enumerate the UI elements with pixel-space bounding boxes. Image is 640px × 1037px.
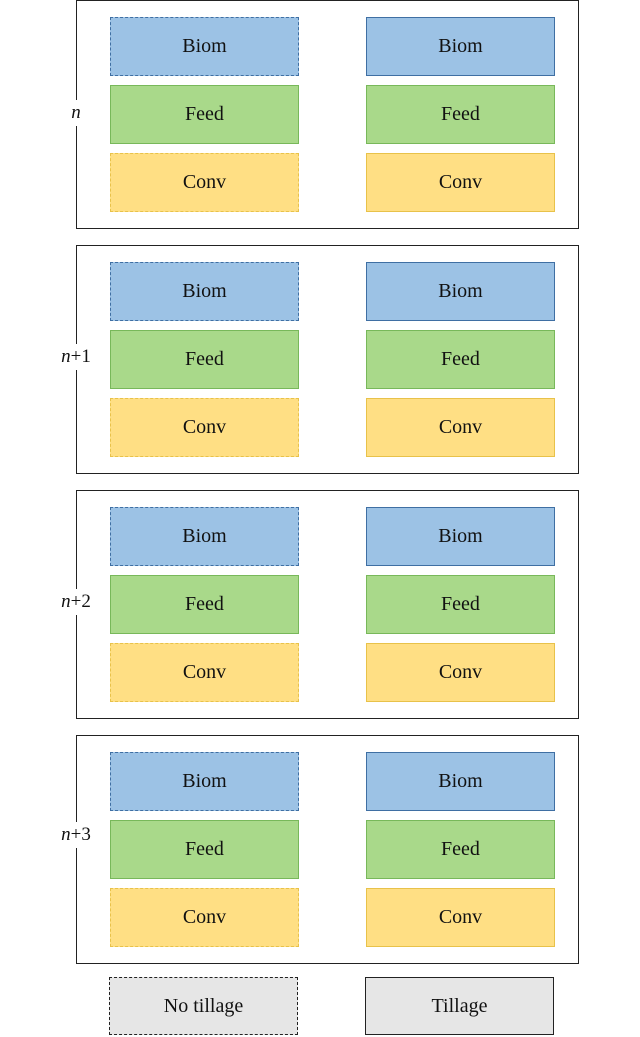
box-label: Biom	[438, 770, 483, 792]
box-label: Feed	[185, 593, 224, 615]
year-offset: +1	[70, 346, 91, 367]
box-label: Feed	[185, 348, 224, 370]
no-tillage-conv-box: Conv	[110, 398, 299, 457]
box-label: Biom	[182, 525, 227, 547]
box-label: Feed	[441, 103, 480, 125]
tillage-conv-box: Conv	[366, 153, 555, 212]
no-tillage-feed-box: Feed	[110, 575, 299, 634]
box-label: Conv	[438, 906, 483, 928]
box-label: Feed	[185, 103, 224, 125]
box-label: Feed	[185, 838, 224, 860]
box-label: Feed	[441, 593, 480, 615]
box-label: Biom	[182, 770, 227, 792]
tillage-feed-box: Feed	[366, 330, 555, 389]
tillage-conv-box: Conv	[366, 888, 555, 947]
tillage-feed-box: Feed	[366, 820, 555, 879]
box-label: Conv	[182, 906, 227, 928]
year-variable: n	[71, 102, 81, 123]
box-label: Biom	[182, 35, 227, 57]
rotation-panel-year-n: Biom Feed Conv Biom Feed Conv	[76, 0, 579, 229]
no-tillage-feed-box: Feed	[110, 820, 299, 879]
box-label: Biom	[438, 280, 483, 302]
tillage-feed-box: Feed	[366, 575, 555, 634]
tillage-conv-box: Conv	[366, 398, 555, 457]
tillage-biom-box: Biom	[366, 507, 555, 566]
year-offset: +2	[70, 591, 91, 612]
no-tillage-conv-box: Conv	[110, 153, 299, 212]
year-label-n-plus-3: n+3	[50, 822, 102, 848]
year-label-n: n	[50, 100, 102, 126]
tillage-feed-box: Feed	[366, 85, 555, 144]
year-variable: n	[61, 346, 71, 367]
tillage-conv-box: Conv	[366, 643, 555, 702]
no-tillage-conv-box: Conv	[110, 643, 299, 702]
year-label-n-plus-1: n+1	[50, 344, 102, 370]
rotation-panel-year-n-plus-1: Biom Feed Conv Biom Feed Conv	[76, 245, 579, 474]
box-label: Biom	[438, 525, 483, 547]
rotation-panel-year-n-plus-3: Biom Feed Conv Biom Feed Conv	[76, 735, 579, 964]
tillage-biom-box: Biom	[366, 752, 555, 811]
no-tillage-feed-box: Feed	[110, 85, 299, 144]
no-tillage-biom-box: Biom	[110, 262, 299, 321]
no-tillage-biom-box: Biom	[110, 507, 299, 566]
year-variable: n	[61, 591, 71, 612]
tillage-biom-box: Biom	[366, 262, 555, 321]
rotation-panel-year-n-plus-2: Biom Feed Conv Biom Feed Conv	[76, 490, 579, 719]
legend-no-tillage-label: No tillage	[163, 994, 244, 1017]
legend-no-tillage: No tillage	[109, 977, 298, 1035]
year-offset: +3	[70, 824, 91, 845]
year-variable: n	[61, 824, 71, 845]
legend-tillage-label: Tillage	[431, 994, 488, 1017]
year-label-n-plus-2: n+2	[50, 589, 102, 615]
no-tillage-conv-box: Conv	[110, 888, 299, 947]
tillage-biom-box: Biom	[366, 17, 555, 76]
box-label: Feed	[441, 348, 480, 370]
no-tillage-feed-box: Feed	[110, 330, 299, 389]
box-label: Conv	[182, 661, 227, 683]
box-label: Conv	[182, 416, 227, 438]
box-label: Biom	[182, 280, 227, 302]
box-label: Conv	[438, 171, 483, 193]
no-tillage-biom-box: Biom	[110, 752, 299, 811]
box-label: Conv	[438, 661, 483, 683]
legend-tillage: Tillage	[365, 977, 554, 1035]
no-tillage-biom-box: Biom	[110, 17, 299, 76]
box-label: Biom	[438, 35, 483, 57]
box-label: Conv	[182, 171, 227, 193]
box-label: Conv	[438, 416, 483, 438]
box-label: Feed	[441, 838, 480, 860]
